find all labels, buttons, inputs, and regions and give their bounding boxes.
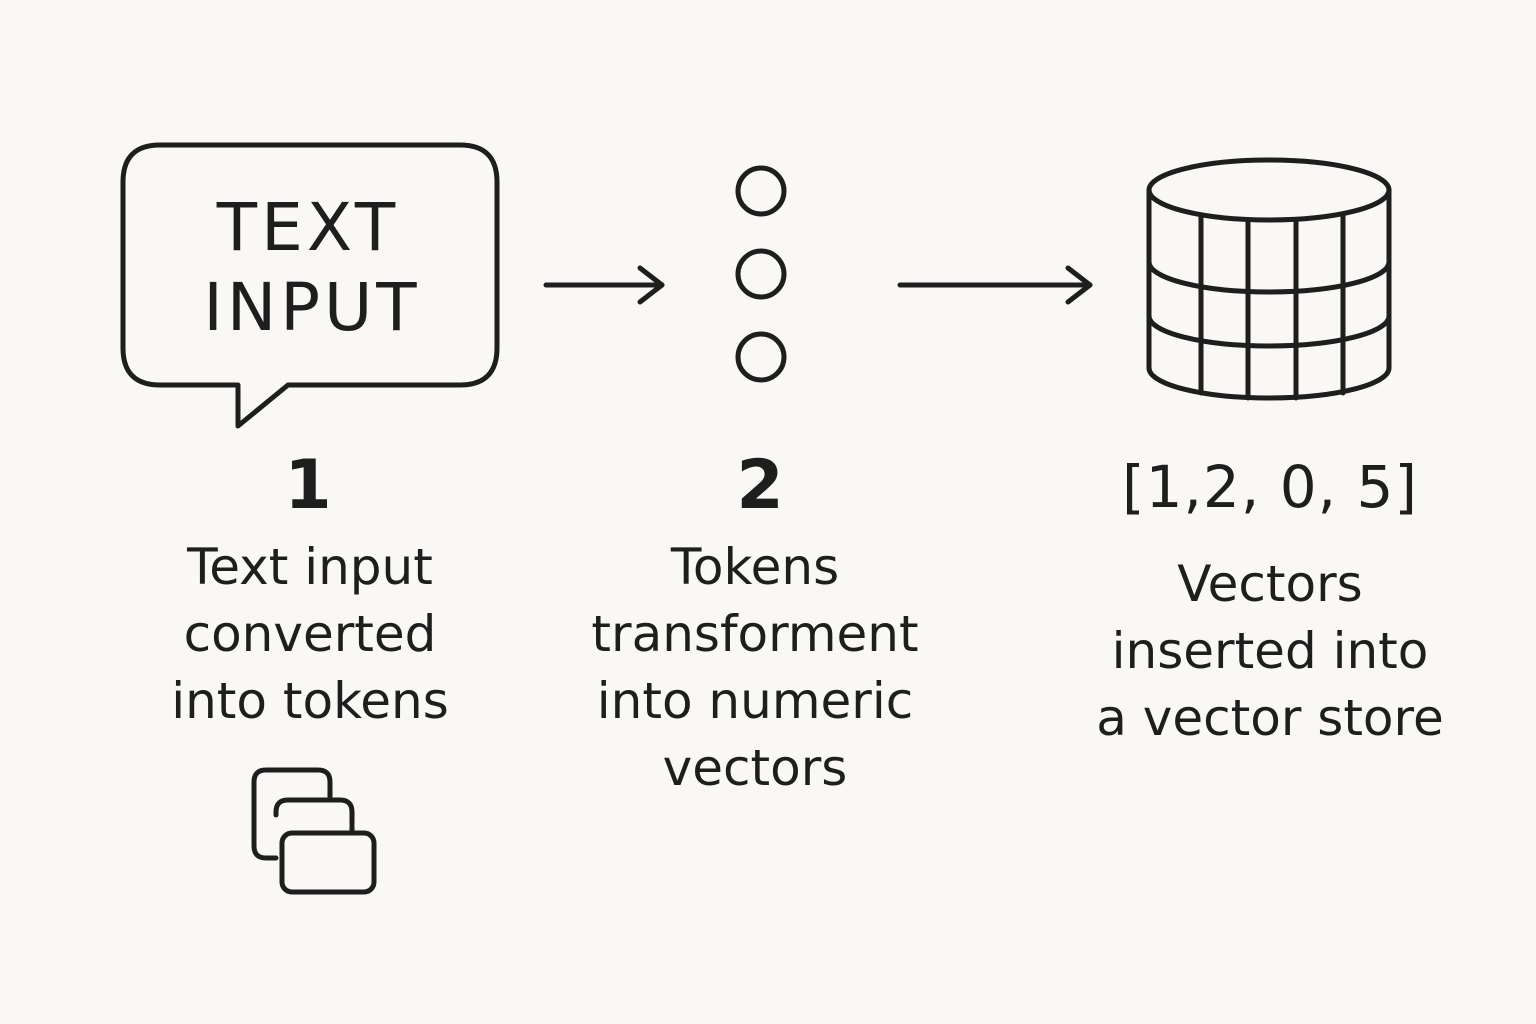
vector-label: [1,2, 0, 5] bbox=[1121, 453, 1419, 521]
step-1-number: 1 bbox=[284, 446, 332, 525]
bubble-text-line2: INPUT bbox=[203, 269, 420, 346]
bubble-text-line1: TEXT bbox=[216, 189, 399, 266]
token-dots-icon bbox=[735, 165, 787, 383]
step-2-number: 2 bbox=[736, 446, 784, 525]
arrow-right-icon bbox=[543, 265, 665, 305]
step-2-caption: Tokens transforment into numeric vectors bbox=[591, 538, 919, 797]
step-1-caption: Text input converted into tokens bbox=[171, 538, 449, 730]
database-icon bbox=[1146, 157, 1392, 401]
speech-bubble-icon bbox=[120, 142, 500, 429]
step-3-caption: Vectors inserted into a vector store bbox=[1096, 555, 1444, 747]
arrow-right-icon bbox=[897, 265, 1093, 305]
copy-icon bbox=[251, 767, 377, 895]
